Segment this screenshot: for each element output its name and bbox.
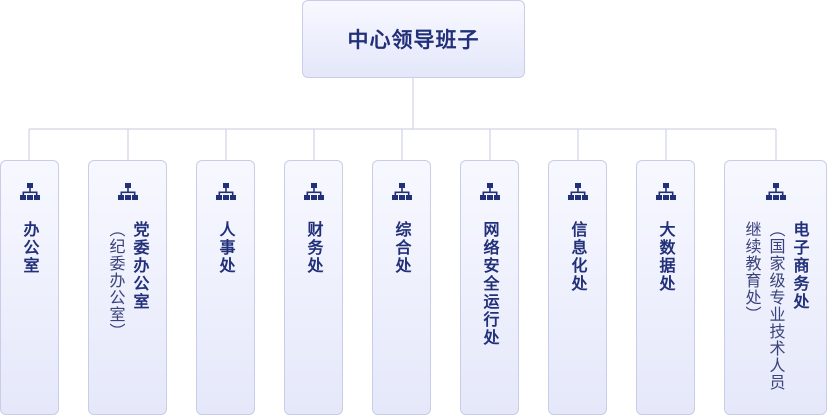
dept-sublabel: （纪委办公室） <box>106 221 126 340</box>
dept-label: 电子商务处 <box>790 221 810 311</box>
dept-label: 财务处 <box>304 221 324 275</box>
dept-label-group: 大数据处 <box>637 221 694 293</box>
root-node: 中心领导班子 <box>302 0 525 78</box>
dept-node-big-data: 大数据处 <box>636 160 695 415</box>
dept-node-office: 办公室 <box>0 160 59 415</box>
dept-label-group: 党委办公室 （纪委办公室） <box>89 221 166 340</box>
root-label: 中心领导班子 <box>347 28 480 52</box>
org-structure-icon <box>479 183 500 200</box>
dept-label-group: 财务处 <box>285 221 342 275</box>
dept-sublabel: 继续教育处） <box>742 221 762 323</box>
org-structure-icon <box>765 183 786 200</box>
org-structure-icon <box>215 183 236 200</box>
dept-node-party-office: 党委办公室 （纪委办公室） <box>88 160 167 415</box>
dept-label-group: 电子商务处 （国家级专业技术人员 继续教育处） <box>725 221 826 391</box>
dept-node-e-commerce: 电子商务处 （国家级专业技术人员 继续教育处） <box>724 160 827 415</box>
dept-label-group: 办公室 <box>1 221 58 275</box>
org-structure-icon <box>391 183 412 200</box>
dept-node-general: 综合处 <box>372 160 431 415</box>
dept-label: 人事处 <box>216 221 236 275</box>
org-structure-icon <box>655 183 676 200</box>
dept-node-finance: 财务处 <box>284 160 343 415</box>
dept-node-informatization: 信息化处 <box>548 160 607 415</box>
org-structure-icon <box>19 183 40 200</box>
dept-label-group: 网络安全运行处 <box>461 221 518 347</box>
dept-label: 信息化处 <box>568 221 588 293</box>
dept-label-group: 人事处 <box>197 221 254 275</box>
org-structure-icon <box>567 183 588 200</box>
dept-label: 党委办公室 <box>130 221 150 311</box>
dept-label: 大数据处 <box>656 221 676 293</box>
dept-label-group: 综合处 <box>373 221 430 275</box>
org-structure-icon <box>303 183 324 200</box>
dept-node-network-security: 网络安全运行处 <box>460 160 519 415</box>
dept-label: 综合处 <box>392 221 412 275</box>
dept-label: 办公室 <box>20 221 40 275</box>
dept-label-group: 信息化处 <box>549 221 606 293</box>
org-structure-icon <box>117 183 138 200</box>
dept-node-personnel: 人事处 <box>196 160 255 415</box>
dept-label: 网络安全运行处 <box>480 221 500 347</box>
dept-sublabel: （国家级专业技术人员 <box>766 221 786 391</box>
